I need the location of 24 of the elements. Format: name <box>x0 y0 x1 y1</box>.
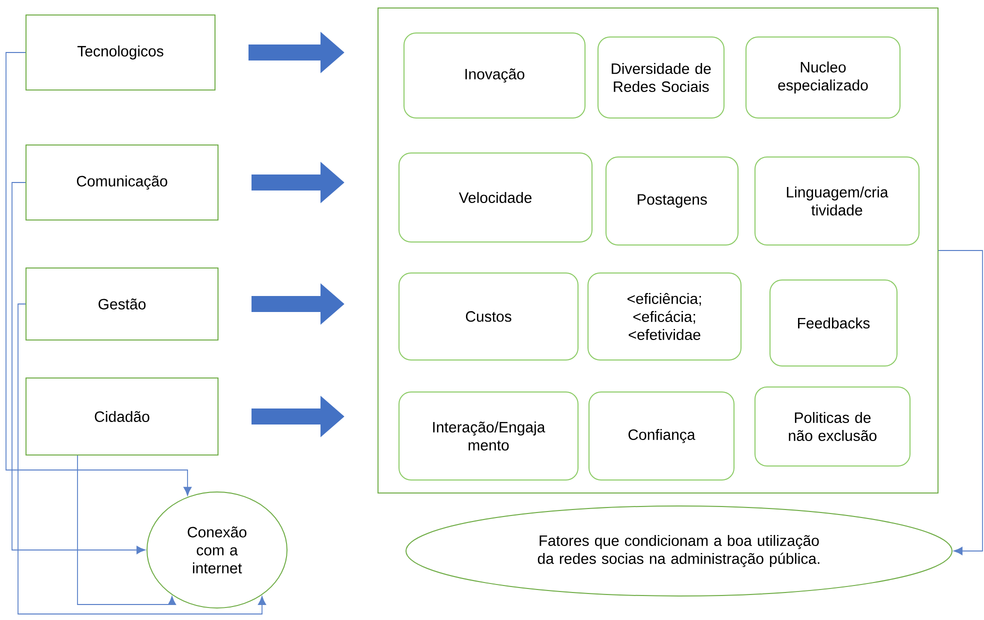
category-box: Gestão <box>26 268 218 340</box>
factor-box: Diversidade de Redes Sociais <box>598 36 724 118</box>
factor-panel <box>378 8 938 494</box>
connector-arrow <box>12 182 146 554</box>
ellipse-node: Fatores que condicionam a boa utilização da redes socias na administração pública. <box>406 506 952 596</box>
factor-box: <eficiência; <eficácia; <efetividae <box>588 272 742 360</box>
connector-arrow <box>6 52 192 496</box>
factor-box: Interação/Engaja mento <box>398 392 578 480</box>
category-box: Comunicação <box>26 144 218 220</box>
connector-arrow <box>938 250 983 556</box>
factor-box: Postagens <box>606 156 738 246</box>
connector-arrow <box>77 455 176 605</box>
factor-box: Velocidade <box>398 152 592 242</box>
factor-box: Custos <box>398 272 578 360</box>
factor-box: Politicas de não exclusão <box>754 386 910 466</box>
factor-box: Inovação <box>404 32 586 118</box>
factor-box: Nucleo especializado <box>746 36 900 118</box>
connector-arrow <box>18 304 266 614</box>
factor-box: Confiança <box>588 392 734 480</box>
ellipse-node: Conexão com a internet <box>146 492 288 608</box>
factor-box: Linguagem/cria tividade <box>754 156 920 246</box>
category-box: Tecnologicos <box>26 14 216 90</box>
category-box: Cidadão <box>26 378 218 456</box>
factor-box: Feedbacks <box>770 280 898 366</box>
